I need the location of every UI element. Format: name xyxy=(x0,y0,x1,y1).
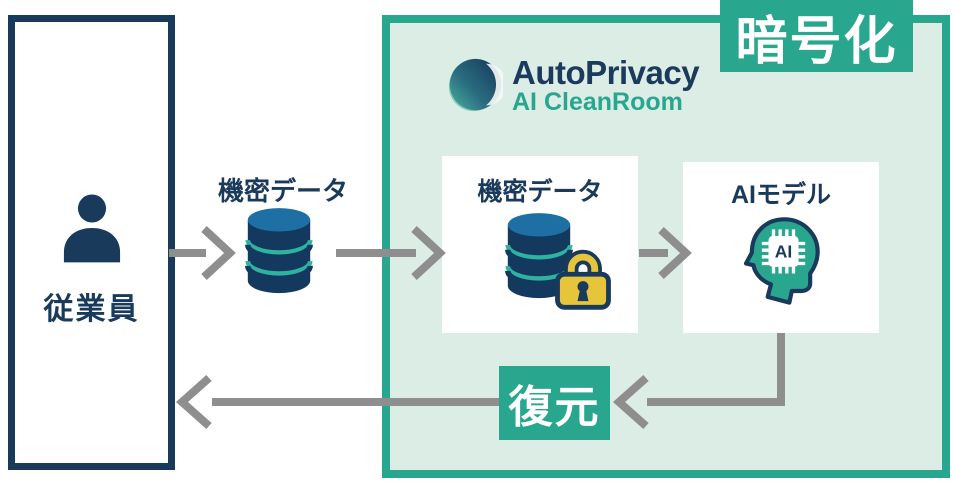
restore-badge: 復元 xyxy=(499,366,610,440)
ai-head-chip-icon: AI xyxy=(743,217,820,305)
logo-title: AutoPrivacy xyxy=(512,54,700,91)
confidential-data-label: 機密データ xyxy=(217,176,348,206)
employee-box: 従業員 xyxy=(8,15,175,470)
restore-badge-label: 復元 xyxy=(508,383,601,432)
lock-icon xyxy=(555,249,611,310)
encrypted-data-card: 機密データ xyxy=(442,156,638,333)
ai-chip-label: AI xyxy=(775,242,793,262)
encryption-badge: 暗号化 xyxy=(720,0,913,72)
person-icon xyxy=(63,194,120,263)
database-icon xyxy=(240,207,318,295)
autoprivacy-logo: AutoPrivacy AI CleanRoom xyxy=(446,54,700,116)
autoprivacy-logo-icon xyxy=(448,58,503,111)
ai-model-label: AIモデル xyxy=(730,181,831,209)
confidential-data-circle: 機密データ xyxy=(186,141,380,335)
encryption-badge-label: 暗号化 xyxy=(735,12,898,71)
encrypted-data-label: 機密データ xyxy=(477,178,603,206)
arrow-restore-to-employee-head xyxy=(175,375,212,429)
employee-label: 従業員 xyxy=(43,293,140,326)
logo-subtitle: AI CleanRoom xyxy=(512,88,683,116)
ai-model-card: AIモデル AI xyxy=(683,162,879,333)
